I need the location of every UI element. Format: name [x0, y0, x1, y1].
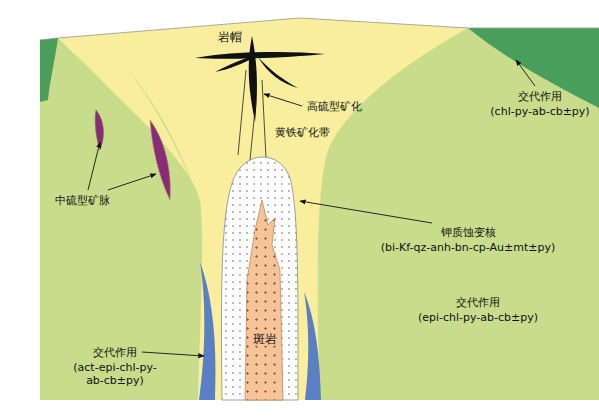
- outer-zone: [40, 38, 58, 102]
- region-label: 岩帽: [217, 30, 243, 44]
- region-label: 交代作用: [455, 296, 501, 309]
- leader-line: [142, 352, 204, 356]
- actinolite-zone: [199, 262, 216, 400]
- region-label: 交代作用: [92, 346, 138, 359]
- surface-line: [40, 18, 599, 40]
- porphyry-body: [245, 200, 283, 400]
- leader-line: [516, 60, 535, 86]
- leader-line: [108, 174, 156, 190]
- region-label: 交代作用: [517, 90, 563, 103]
- actinolite-zone: [304, 292, 321, 400]
- vein-lens: [150, 120, 170, 200]
- hs-vein: [258, 57, 298, 88]
- region-label: 钾质蚀变核: [440, 226, 497, 239]
- leader-line: [88, 142, 100, 190]
- region-label: 黄铁矿化带: [274, 126, 331, 139]
- lithocap: [58, 18, 468, 400]
- region-label: 高硫型矿化: [306, 100, 363, 113]
- region-label: (act-epi-chl-py-ab-cb±py): [66, 361, 164, 387]
- hs-veinlet: [238, 70, 266, 160]
- hs-vein: [215, 55, 258, 72]
- wall-rock-sliver: [120, 60, 195, 190]
- potassic-core: [221, 157, 298, 400]
- leader-line: [264, 94, 302, 106]
- outer-zone: [468, 28, 599, 108]
- region-label: 中硫型矿脉: [54, 194, 111, 207]
- leader-line: [300, 201, 432, 223]
- hs-vein: [195, 52, 325, 59]
- region-label: (bi-Kf-qz-anh-bn-cp-Au±mt±py): [380, 241, 557, 254]
- hs-vein: [249, 36, 257, 122]
- region-label: (epi-chl-py-ab-cb±py): [417, 311, 539, 324]
- wall-rock: [40, 18, 599, 400]
- region-label: (chl-py-ab-cb±py): [489, 105, 590, 118]
- region-label: 斑岩: [252, 332, 278, 346]
